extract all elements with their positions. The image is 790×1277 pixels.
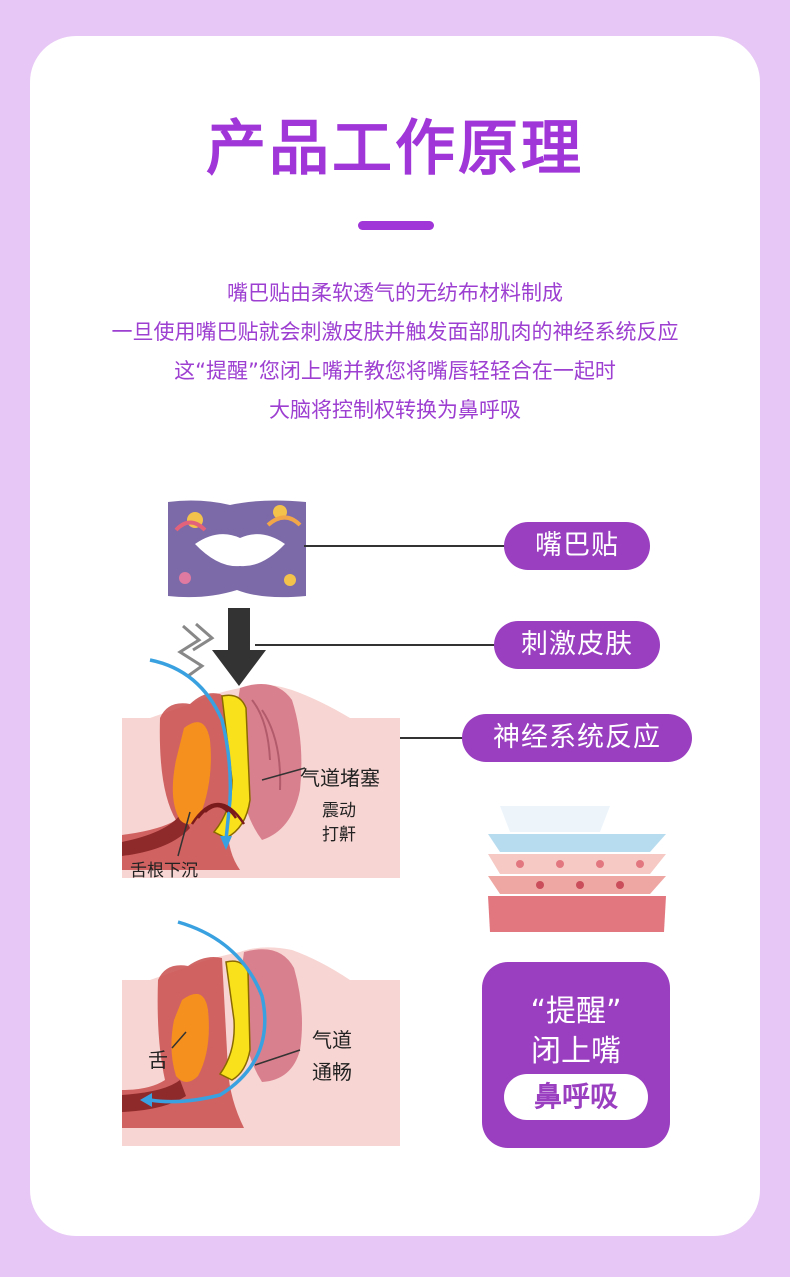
remind-line-2: 闭上嘴	[531, 1034, 621, 1069]
mouth-tape-image	[168, 500, 306, 598]
description-line-2: 一旦使用嘴巴贴就会刺激皮肤并触发面部肌肉的神经系统反应	[111, 320, 679, 344]
stimulus-zigzag-icon	[177, 624, 205, 678]
remind-line-1: “提醒”	[530, 994, 622, 1029]
nerve-response-pill: 神经系统反应	[462, 714, 692, 762]
snoring-label: 打鼾	[322, 825, 356, 845]
open-airway-head-diagram	[122, 920, 400, 1146]
skin-layers-image	[488, 806, 666, 932]
tongue-sinks-label: 舌根下沉	[130, 861, 198, 881]
down-arrow-icon	[212, 608, 266, 686]
vibration-label: 震动	[322, 801, 356, 821]
mouth-tape-pill: 嘴巴贴	[504, 522, 650, 570]
nasal-breathing-badge: 鼻呼吸	[504, 1074, 648, 1120]
stimulate-skin-pill: 刺激皮肤	[494, 621, 660, 669]
description-line-1: 嘴巴贴由柔软透气的无纺布材料制成	[227, 281, 563, 305]
title-underline	[358, 221, 434, 230]
remind-box: “提醒” 闭上嘴 鼻呼吸	[482, 962, 670, 1148]
open-label: 通畅	[312, 1060, 352, 1084]
airway-label: 气道	[312, 1028, 352, 1052]
page-title: 产品工作原理	[206, 114, 584, 184]
tongue-label: 舌	[148, 1048, 168, 1072]
snoring-head-diagram	[122, 658, 400, 878]
description-line-3: 这“提醒”您闭上嘴并教您将嘴唇轻轻合在一起时	[174, 359, 616, 383]
description-line-4: 大脑将控制权转换为鼻呼吸	[269, 398, 521, 422]
airway-blocked-label: 气道堵塞	[300, 766, 380, 790]
